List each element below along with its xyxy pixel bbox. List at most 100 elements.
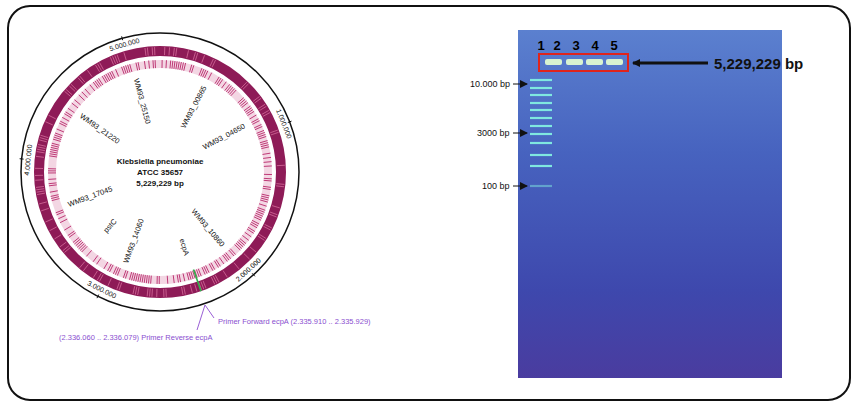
gene-tick <box>168 47 170 55</box>
gene-tick <box>246 110 253 114</box>
figure-frame <box>8 6 850 400</box>
ecpa-marker <box>194 269 201 291</box>
gene-tick <box>147 48 149 56</box>
gene-tick <box>93 271 97 278</box>
highlight-box <box>539 54 628 71</box>
gene-tick <box>112 71 115 78</box>
gene-tick <box>184 63 186 71</box>
gene-tick <box>37 191 45 192</box>
ladder-leader <box>513 133 527 134</box>
gene-tick <box>245 232 252 237</box>
gene-tick <box>250 224 257 228</box>
gene-tick <box>219 257 224 264</box>
gene-tick <box>228 87 233 93</box>
gene-tick <box>100 63 104 70</box>
gene-tick <box>224 254 229 260</box>
gene-tick <box>36 186 44 188</box>
gene-tick <box>52 199 60 201</box>
gene-tick <box>49 115 56 119</box>
gene-tick <box>263 188 271 189</box>
ladder-size: 10.000 bp <box>470 79 510 89</box>
gene-tick <box>244 106 250 111</box>
gene-tick <box>74 239 80 244</box>
gene-tick <box>164 47 165 55</box>
gene-tick <box>208 73 212 80</box>
gene-tick <box>136 63 138 71</box>
gene-tick <box>116 69 119 76</box>
gene-tick <box>51 145 59 147</box>
gene-tick <box>242 103 248 108</box>
gene-tick <box>41 135 49 137</box>
gene-tick <box>41 208 49 210</box>
gene-tick <box>72 103 78 108</box>
gene-tick <box>80 76 85 82</box>
gene-tick <box>37 193 45 194</box>
gene-tick <box>113 56 116 63</box>
gene-tick <box>259 136 267 139</box>
gene-tick <box>58 215 65 218</box>
gene-tick <box>60 242 66 247</box>
gene-tick <box>60 121 67 125</box>
gene-tick <box>259 204 267 206</box>
scale-label: 4.000.000 <box>23 144 34 176</box>
gene-tick <box>201 282 204 289</box>
gene-tick <box>35 168 43 169</box>
gene-tick <box>117 282 120 290</box>
gene-tick <box>234 263 239 269</box>
gene-tick <box>35 175 43 176</box>
gene-tick <box>39 140 47 142</box>
gene-tick <box>244 254 250 260</box>
gene-tick <box>260 106 267 110</box>
gene-tick <box>87 70 92 77</box>
gene-tick <box>108 264 112 271</box>
gene-tick <box>179 274 180 282</box>
ladder-leader <box>513 186 527 187</box>
gene-tick <box>202 267 205 274</box>
gene-tick <box>130 64 132 72</box>
primer-leader <box>197 305 205 330</box>
gene-tick <box>132 273 134 281</box>
gene-tick <box>263 186 271 187</box>
ladder-leader <box>513 84 527 85</box>
gene-tick <box>236 243 242 248</box>
gene-tick <box>45 219 52 222</box>
gene-tick <box>66 90 72 95</box>
gene-tick <box>212 60 216 67</box>
gene-tick <box>82 92 88 98</box>
gene-tick <box>264 174 272 175</box>
gene-tick <box>190 285 192 293</box>
gene-tick <box>83 264 88 270</box>
gel-image <box>518 30 782 378</box>
gene-tick <box>68 108 75 113</box>
gene-tick <box>223 271 227 278</box>
gene-tick <box>264 226 271 230</box>
gene-tick <box>49 182 57 184</box>
gene-tick <box>80 245 86 251</box>
gene-tick <box>57 129 64 132</box>
gene-tick <box>104 262 108 269</box>
gene-tick <box>50 152 58 153</box>
gene-tick <box>133 286 135 294</box>
gene-tick <box>241 82 247 88</box>
gene-tick <box>85 89 90 95</box>
gene-tick <box>195 53 197 61</box>
gene-tick <box>171 61 173 69</box>
gene-tick <box>39 202 47 204</box>
gene-tick <box>117 55 120 63</box>
gene-tick <box>165 60 166 68</box>
primer-label: Primer Forward ecpA (2.335.910 .. 2.335.… <box>218 318 371 327</box>
gene-tick <box>214 261 218 268</box>
gene-tick <box>97 273 101 280</box>
gene-tick <box>64 247 70 252</box>
gene-tick <box>53 139 61 141</box>
ladder-bands <box>530 80 552 186</box>
genome-circle: Klebsiella pneumoniaeATCC 356575,229,229… <box>20 32 300 312</box>
gene-tick <box>252 121 259 125</box>
gene-tick <box>163 289 164 297</box>
gene-tick <box>93 82 98 88</box>
lane-number: 3 <box>573 39 580 54</box>
gene-tick <box>51 147 59 149</box>
gene-tick <box>191 65 193 73</box>
gene-tick <box>56 210 63 213</box>
